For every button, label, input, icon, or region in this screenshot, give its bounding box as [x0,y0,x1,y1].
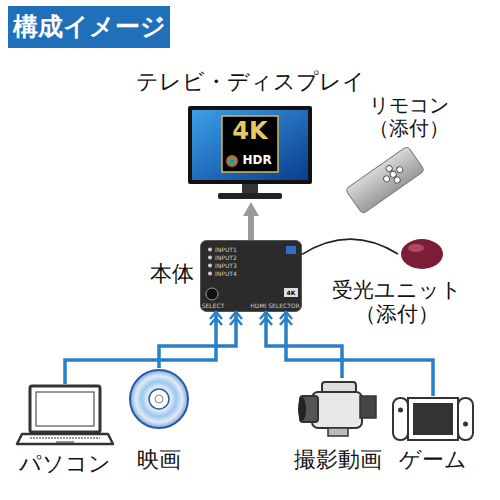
laptop-icon [16,384,114,446]
laptop-lid [30,386,100,432]
connector [302,239,398,254]
source-label: ゲーム [384,448,482,472]
console-stick [398,408,403,413]
remote-shape [345,140,425,220]
4k-badge [284,288,298,297]
title-text: 構成イメージ [13,12,166,41]
remote-body [345,146,424,214]
pc-source: パソコン [16,384,114,446]
camcorder-foot [328,428,348,436]
model-label: HDMI SELECTOR [250,302,300,309]
input-label: INPUT3 [215,262,249,269]
arrow-head [280,312,292,319]
hdr-color-ring [228,157,236,165]
tv-stand-base [218,193,282,199]
connector-line [65,312,216,384]
receiver-shape [398,234,444,274]
laptop-screen [36,392,94,426]
arrow-head [210,318,222,325]
connector [243,202,259,240]
receiver-highlight [408,244,424,252]
source-label: パソコン [12,452,118,476]
laptop-pad [56,442,74,443]
arrow-head [260,312,272,319]
console-stick [463,422,468,427]
tv-display: テレビ・ディスプレイ4KHDR [188,106,312,202]
console-screen [413,403,453,435]
logo-hdr: HDR [238,154,276,167]
input-label: INPUT2 [215,254,249,261]
camera-source: 撮影動画 [298,378,378,440]
camcorder-body [312,392,362,428]
arrow-head [230,318,242,325]
console-right-pad [458,398,473,440]
illustration-g [345,146,424,214]
input-label: INPUT4 [215,270,249,277]
input-led [208,256,212,260]
hdr-color-ring [226,155,238,167]
disc-icon [128,368,190,430]
remote-control: リモコン （添付） [345,140,425,220]
hdr-logo-box [222,116,278,172]
connector-line [302,239,398,254]
camcorder-icon [298,378,378,440]
display-label: テレビ・ディスプレイ [114,70,386,94]
console-body [408,398,458,440]
title-box: 構成イメージ [8,6,170,48]
receiver-label: 受光ユニット （添付） [324,278,470,326]
camcorder-screen [360,396,376,418]
console-icon [392,396,474,442]
connector [159,312,242,368]
input-label: INPUT1 [215,246,249,253]
remote-label: リモコン （添付） [361,94,457,140]
input-led [208,272,212,276]
connector-line [159,312,236,368]
connector [280,312,433,396]
input-led [208,248,212,252]
arrow-head [210,312,222,319]
connector [260,312,342,378]
laptop-base [17,434,113,444]
selector-body: 本体INPUT1INPUT2INPUT3INPUT4SELECTHDMI SEL… [200,240,302,312]
receiver-body [401,239,443,269]
disc-hole [155,395,163,403]
tv-screen [192,110,308,180]
laptop-keys [30,438,100,439]
tv-stand-neck [242,184,258,193]
connector-line [286,312,433,396]
source-label: 撮影動画 [288,448,388,472]
arrow-head [230,312,242,319]
console-left-pad [393,398,408,440]
disc-ring [149,389,169,409]
remote-button [382,175,390,183]
selector-case [201,241,302,312]
brand-logo [286,246,296,254]
connector [65,312,222,384]
game-source: ゲーム [392,396,474,442]
disc-surface [130,370,188,428]
remote-button [396,165,404,173]
arrow-head [260,318,272,325]
arrow-head [243,202,259,216]
tv-frame [188,106,312,184]
ir-receiver: 受光ユニット （添付） [398,234,444,274]
badge-label: 4K [284,288,298,297]
select-label: SELECT [200,302,226,309]
hdr-color-ring [230,159,234,163]
logo-4k: 4K [222,118,278,144]
source-label: 映画 [118,448,200,472]
input-led [208,264,212,268]
arrow-head [280,318,292,325]
camcorder-glass [298,397,306,421]
remote-button [389,170,397,178]
connector-line [248,214,254,240]
connector-line [266,312,342,378]
dvd-source: 映画 [128,368,190,430]
body-label: 本体 [138,262,194,286]
select-button [206,288,218,300]
